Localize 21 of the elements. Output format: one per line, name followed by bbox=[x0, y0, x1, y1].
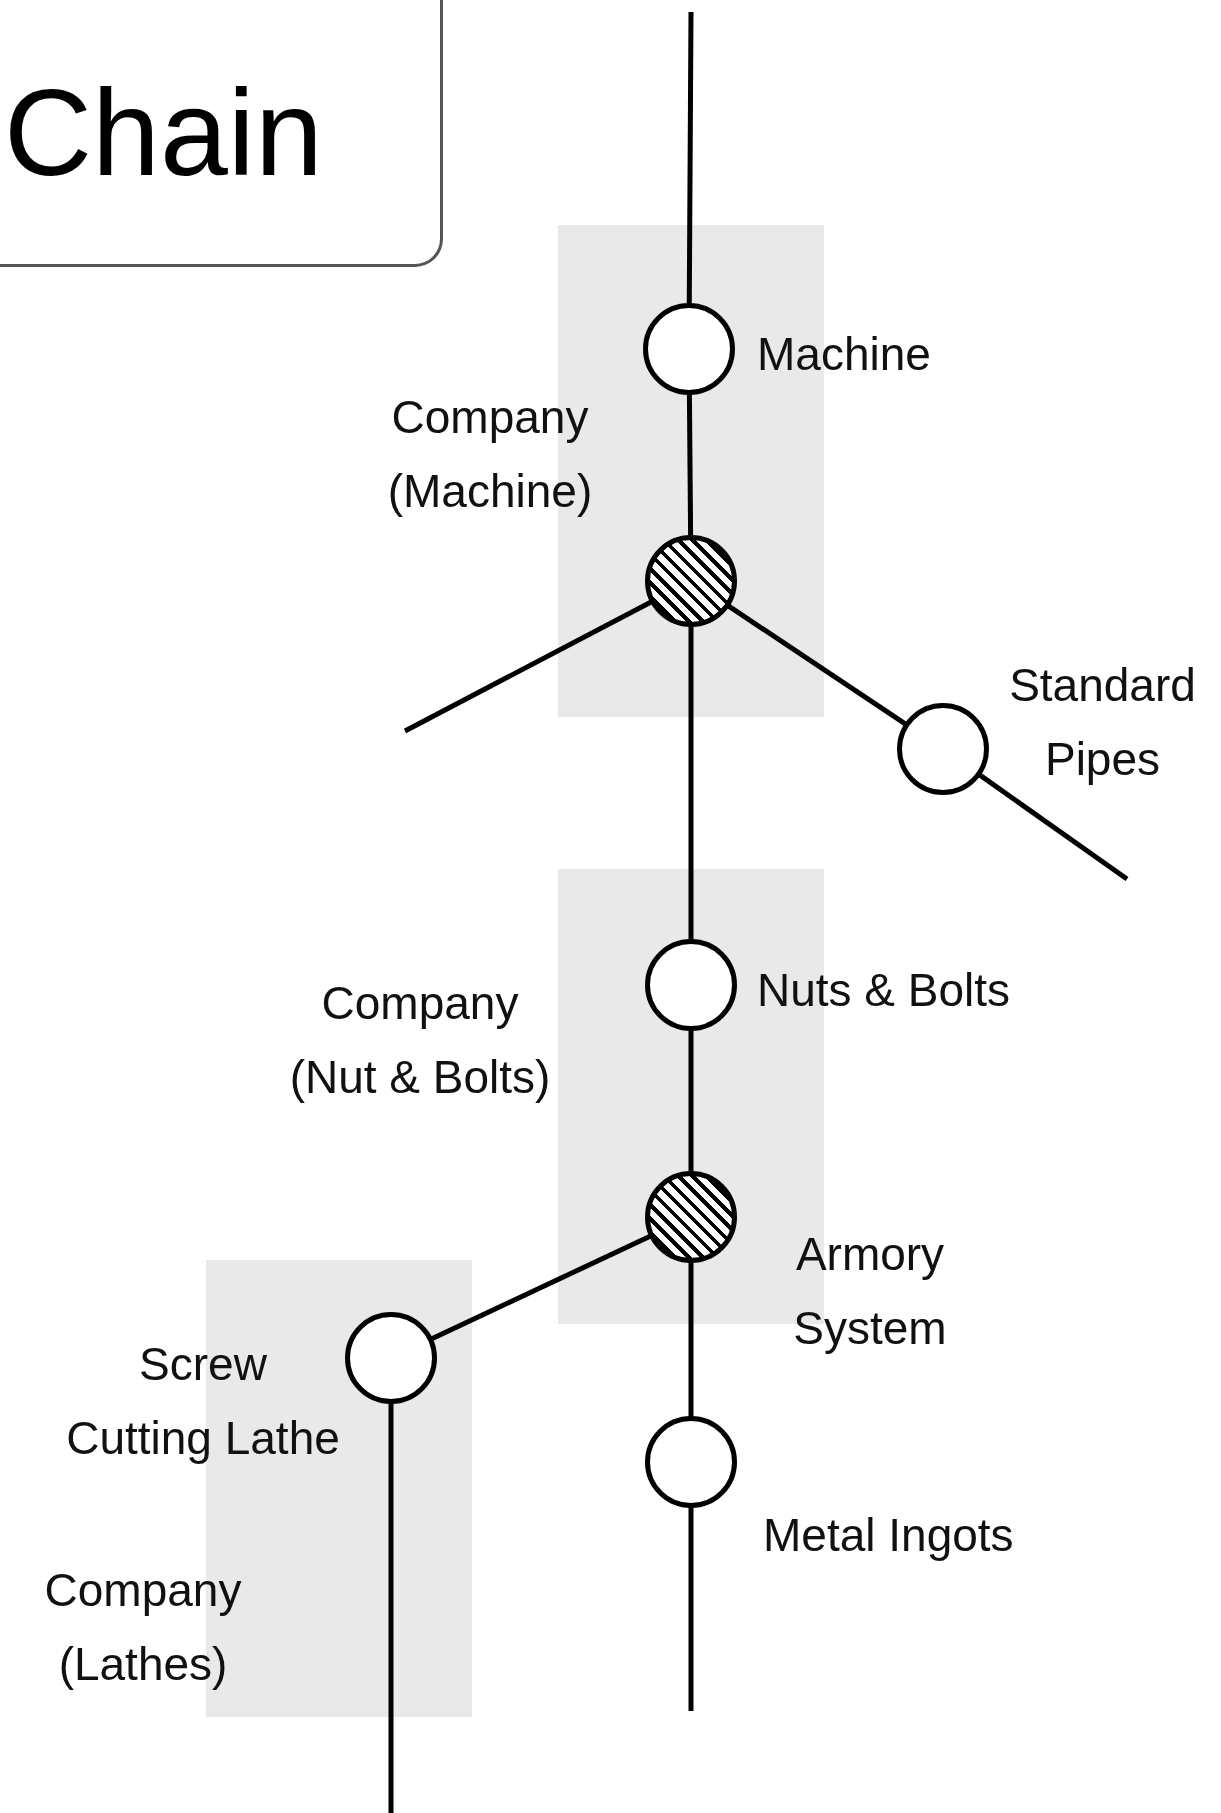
connector-line bbox=[686, 12, 694, 305]
connector-line bbox=[403, 599, 654, 734]
node-label: Nuts & Bolts bbox=[757, 963, 1012, 1018]
connector-line bbox=[688, 1029, 694, 1173]
group-label: Company (Lathes) bbox=[43, 1563, 243, 1692]
node-label: Armory System bbox=[792, 1227, 948, 1356]
node-label: Standard Pipes bbox=[1008, 658, 1197, 787]
node-label: Machine bbox=[757, 327, 932, 382]
node-label: Metal Ingots bbox=[763, 1508, 1015, 1563]
node-label: Screw Cutting Lathe bbox=[65, 1337, 341, 1466]
group-label: Company (Nut & Bolts) bbox=[288, 976, 552, 1105]
group-label: Company (Machine) bbox=[386, 390, 594, 519]
connector-line bbox=[388, 1402, 394, 1813]
title-banner: Chain bbox=[0, 0, 443, 267]
connector-line bbox=[686, 393, 694, 537]
connector-line bbox=[688, 1506, 694, 1711]
connector-line bbox=[688, 1261, 694, 1418]
connector-line bbox=[977, 772, 1129, 882]
connector-line bbox=[429, 1233, 653, 1342]
connector-line bbox=[688, 625, 694, 941]
connector-line bbox=[726, 603, 908, 727]
